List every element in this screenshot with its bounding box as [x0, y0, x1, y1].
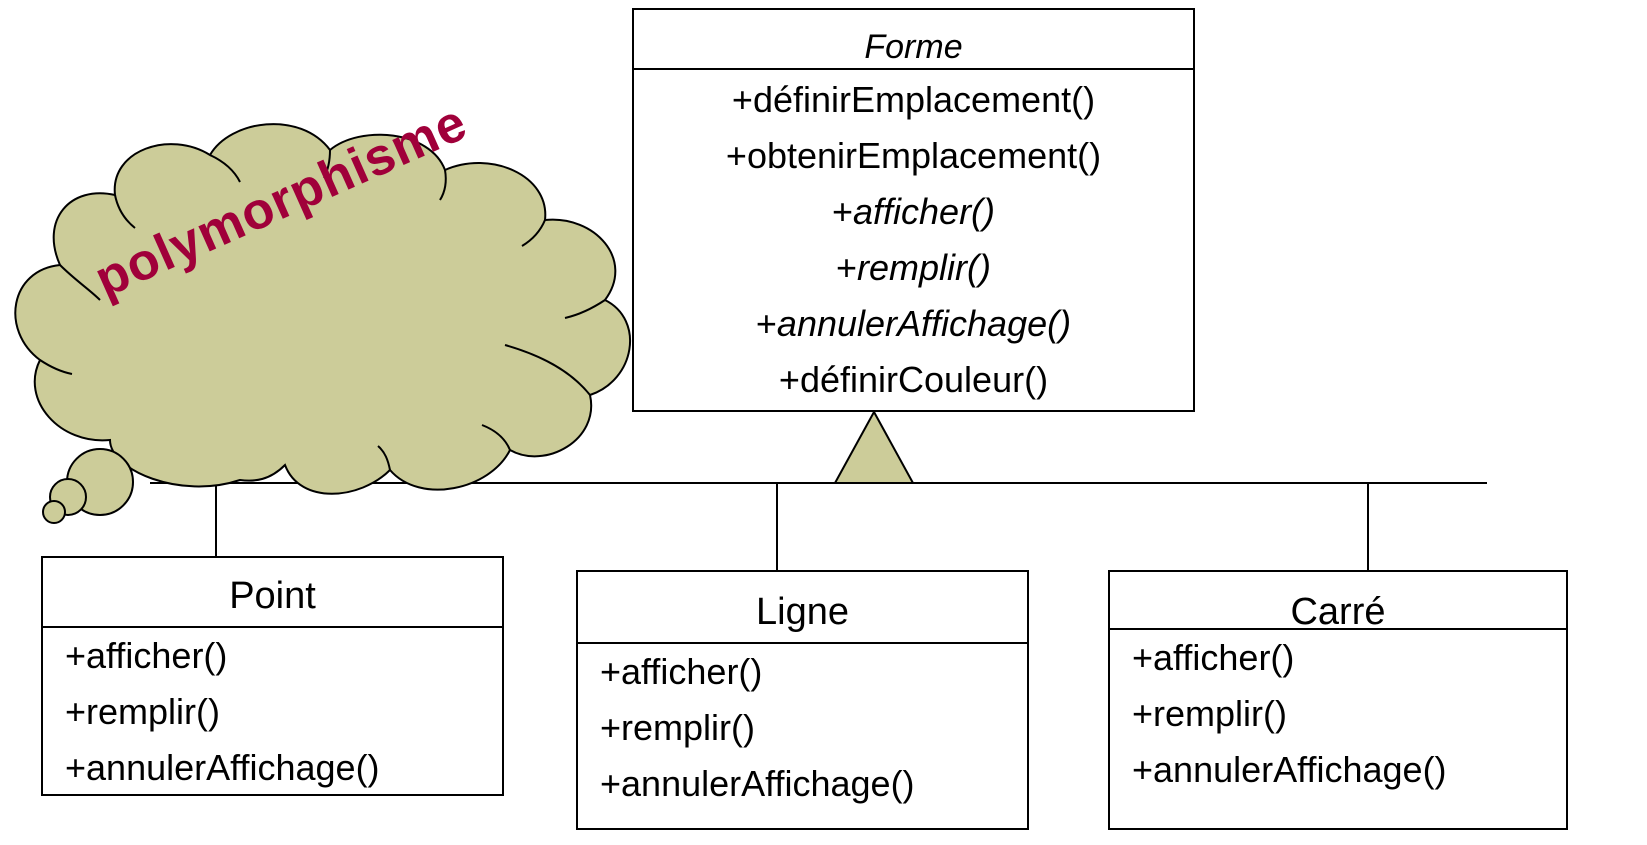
- thought-bubble-small: [42, 500, 66, 524]
- operation-definir-couleur: +définirCouleur(): [778, 359, 1049, 400]
- class-carre[interactable]: Carré +afficher() +remplir() +annulerAff…: [1108, 570, 1568, 830]
- operations-list-ligne: +afficher() +remplir() +annulerAffichage…: [578, 644, 1027, 812]
- operation-remplir: +remplir(): [65, 691, 221, 732]
- cloud-arc: [481, 424, 511, 451]
- operations-list-point: +afficher() +remplir() +annulerAffichage…: [43, 628, 502, 796]
- class-ligne[interactable]: Ligne +afficher() +remplir() +annulerAff…: [576, 570, 1029, 830]
- cloud-arc: [504, 344, 591, 396]
- cloud-arc: [521, 219, 546, 247]
- cloud-shape: [14, 123, 631, 495]
- cloud-arc: [377, 445, 391, 471]
- operation-afficher: +afficher(): [1132, 637, 1295, 678]
- operation-obtenir-emplacement: +obtenirEmplacement(): [725, 135, 1102, 176]
- class-name-carre: Carré: [1110, 572, 1566, 633]
- class-point[interactable]: Point +afficher() +remplir() +annulerAff…: [41, 556, 504, 796]
- cloud-arc: [564, 299, 606, 319]
- operation-remplir-abstract: +remplir(): [835, 247, 991, 288]
- cloud-inner-arcs: [39, 149, 606, 471]
- operation-annuler-affichage: +annulerAffichage(): [1132, 749, 1447, 790]
- operation-annuler-affichage: +annulerAffichage(): [600, 763, 915, 804]
- operation-afficher: +afficher(): [65, 635, 228, 676]
- cloud-arc: [39, 359, 73, 375]
- operation-remplir: +remplir(): [600, 707, 756, 748]
- operation-remplir: +remplir(): [1132, 693, 1288, 734]
- cloud-arc: [323, 149, 331, 179]
- operation-afficher-abstract: +afficher(): [831, 191, 996, 232]
- class-name-forme: Forme: [634, 10, 1193, 70]
- operation-definir-emplacement: +définirEmplacement(): [731, 79, 1096, 120]
- inheritance-arrow: [833, 409, 915, 484]
- operation-annuler-affichage: +annulerAffichage(): [65, 747, 380, 788]
- cloud-arc: [114, 194, 136, 229]
- class-name-point: Point: [43, 558, 502, 628]
- thought-cloud: [14, 123, 631, 524]
- operations-list-forme: +définirEmplacement() +obtenirEmplacemen…: [634, 70, 1193, 408]
- class-name-ligne: Ligne: [578, 572, 1027, 644]
- cloud-arc: [439, 169, 447, 201]
- cloud-arc: [59, 264, 101, 301]
- operations-list-carre: +afficher() +remplir() +annulerAffichage…: [1110, 630, 1566, 798]
- cloud-arc: [209, 154, 241, 183]
- class-forme[interactable]: Forme +définirEmplacement() +obtenirEmpl…: [632, 8, 1195, 412]
- operation-annuler-affichage-abstract: +annulerAffichage(): [755, 303, 1072, 344]
- operation-afficher: +afficher(): [600, 651, 763, 692]
